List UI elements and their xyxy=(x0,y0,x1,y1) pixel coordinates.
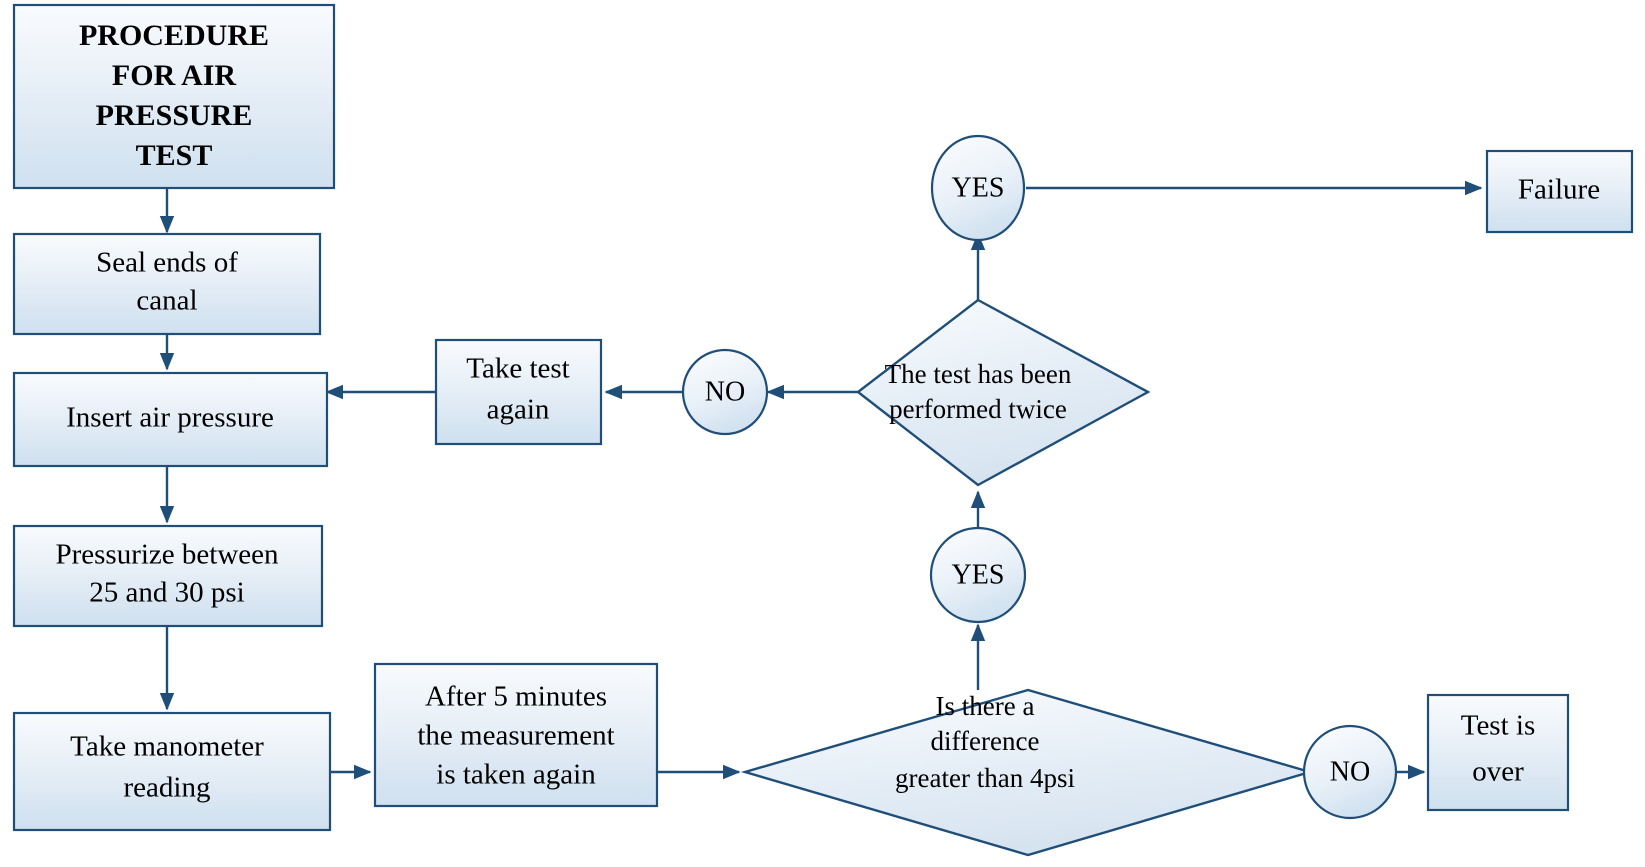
title-line-3: PRESSURE xyxy=(96,99,253,132)
take-test-line-2: again xyxy=(487,394,550,426)
node-yes-middle: YES xyxy=(929,526,1027,624)
node-failure: Failure xyxy=(1485,149,1634,234)
take-test-line-1: Take test xyxy=(466,353,569,385)
node-no-bottom: NO xyxy=(1302,724,1398,820)
difference-line-3: greater than 4psi xyxy=(895,763,1075,793)
node-twice-decision: The test has been performed twice xyxy=(856,298,1151,487)
test-over-line-2: over xyxy=(1472,756,1524,788)
title-line-2: FOR AIR xyxy=(112,59,237,92)
title-line-1: PROCEDURE xyxy=(79,19,269,52)
node-test-is-over: Test is over xyxy=(1426,693,1570,812)
yes-top-label: YES xyxy=(952,172,1005,203)
after-five-line-2: the measurement xyxy=(417,720,614,752)
manometer-line-2: reading xyxy=(124,772,211,804)
node-after-five: After 5 minutes the measurement is taken… xyxy=(373,662,659,808)
seal-ends-line-1: Seal ends of xyxy=(96,247,238,279)
node-pressurize: Pressurize between 25 and 30 psi xyxy=(12,524,324,628)
insert-air-line-1: Insert air pressure xyxy=(66,402,274,434)
node-difference-decision: Is there a difference greater than 4psi xyxy=(740,688,1315,857)
node-insert-air: Insert air pressure xyxy=(12,371,329,468)
twice-line-2: performed twice xyxy=(889,394,1067,424)
difference-line-1: Is there a xyxy=(936,691,1035,721)
node-yes-top: YES xyxy=(930,134,1026,242)
seal-ends-line-2: canal xyxy=(136,285,197,317)
pressurize-line-1: Pressurize between xyxy=(55,539,279,571)
test-over-line-1: Test is xyxy=(1461,710,1536,742)
difference-line-2: difference xyxy=(931,726,1040,756)
twice-line-1: The test has been xyxy=(885,359,1072,389)
after-five-line-1: After 5 minutes xyxy=(425,681,607,713)
node-no-middle: NO xyxy=(681,348,769,436)
no-middle-label: NO xyxy=(705,376,745,407)
failure-label: Failure xyxy=(1518,174,1600,206)
yes-middle-label: YES xyxy=(952,559,1005,590)
node-seal-ends: Seal ends of canal xyxy=(12,232,322,336)
connector-layer xyxy=(159,180,1483,780)
no-bottom-label: NO xyxy=(1330,756,1370,787)
pressurize-line-2: 25 and 30 psi xyxy=(89,577,244,609)
title-line-4: TEST xyxy=(136,139,213,172)
after-five-line-3: is taken again xyxy=(436,759,596,791)
node-take-test-again: Take test again xyxy=(434,338,603,446)
node-manometer: Take manometer reading xyxy=(12,711,332,832)
node-title-box: PROCEDURE FOR AIR PRESSURE TEST xyxy=(12,3,336,190)
manometer-line-1: Take manometer xyxy=(70,731,264,763)
